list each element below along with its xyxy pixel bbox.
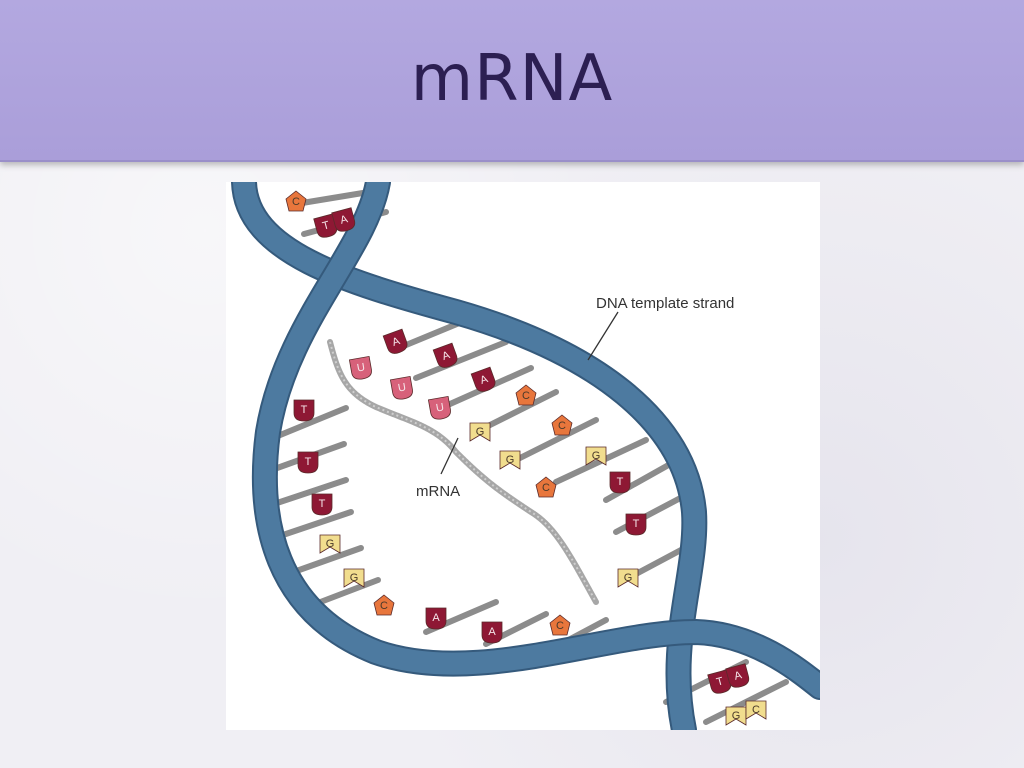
nucleotide-letter: A [339,213,350,227]
nucleotide-letter: C [292,196,300,208]
nucleotide-letter: T [633,518,640,530]
nucleotide-letter: U [397,381,407,394]
nucleotide-letter: G [592,450,601,462]
nucleotide-g: G [617,568,639,588]
nucleotide-letter: G [732,710,741,722]
mrna-strand [327,339,599,605]
dna-backbone-left [231,182,708,730]
base-pair-rung [265,477,349,509]
nucleotide-letter: A [478,373,490,387]
base-pair-rung [265,405,349,443]
nucleotide-g: G [469,422,491,442]
nucleotide-letter: A [440,349,452,363]
nucleotide-g: G [319,534,341,554]
nucleotide-c: C [285,190,307,212]
base-pair-rung [513,417,599,463]
nucleotide-letter: G [326,538,335,550]
nucleotide-letter: T [715,675,725,688]
nucleotide-c: C [373,594,395,616]
nucleotide-t: T [625,513,647,536]
base-pair-rung [413,339,509,381]
nucleotide-letter: U [435,401,445,414]
nucleotide-letter: C [558,420,566,432]
nucleotide-letter: C [542,482,550,494]
nucleotide-letter: C [522,390,530,402]
template-strand-label: DNA template strand [596,295,734,312]
nucleotide-t: T [609,471,631,494]
nucleotide-a: A [470,366,496,392]
nucleotide-letter: G [506,454,515,466]
title-band: mRNA [0,0,1024,162]
nucleotide-t: T [297,451,319,474]
nucleotide-u: U [348,355,372,380]
nucleotide-letter: T [301,404,308,416]
nucleotide-g: G [585,446,607,466]
nucleotide-letter: A [390,335,402,349]
nucleotide-a: A [331,207,356,232]
nucleotide-letter: C [380,600,388,612]
nucleotide-letter: U [356,361,366,374]
template-strand-leader [587,311,619,361]
mrna-strand-dots [329,341,597,603]
nucleotide-letter: G [350,572,359,584]
nucleotide-t: T [311,493,333,516]
nucleotide-t: T [293,399,315,422]
nucleotide-letter: T [321,219,331,232]
nucleotide-letter: T [319,498,326,510]
nucleotide-u: U [389,375,413,400]
nucleotide-g: G [343,568,365,588]
nucleotide-letter: A [432,612,440,624]
nucleotide-a: A [382,328,408,354]
nucleotide-c: C [549,614,571,636]
mrna-label: mRNA [416,483,460,500]
nucleotide-g: G [499,450,521,470]
nucleotide-a: A [481,621,503,644]
nucleotide-letter: G [624,572,633,584]
nucleotide-c: C [515,384,537,406]
nucleotide-c: C [745,700,767,720]
nucleotide-c: C [551,414,573,436]
nucleotide-u: U [427,395,451,420]
slide-title: mRNA [410,42,614,116]
nucleotide-c: C [535,476,557,498]
dna-backbone-right [251,182,820,700]
nucleotide-letter: G [476,426,485,438]
nucleotide-letter: C [752,704,760,716]
nucleotide-a: A [432,342,458,368]
nucleotide-letter: A [488,626,496,638]
nucleotide-a: A [725,663,750,688]
nucleotide-letter: T [305,456,312,468]
nucleotide-g: G [725,706,747,726]
nucleotide-letter: A [733,669,744,683]
base-pair-rung [285,545,364,577]
nucleotide-a: A [425,607,447,630]
base-pair-rung [271,509,354,541]
mrna-leader [440,437,459,475]
nucleotide-letter: C [556,620,564,632]
nucleotide-letter: T [617,476,624,488]
